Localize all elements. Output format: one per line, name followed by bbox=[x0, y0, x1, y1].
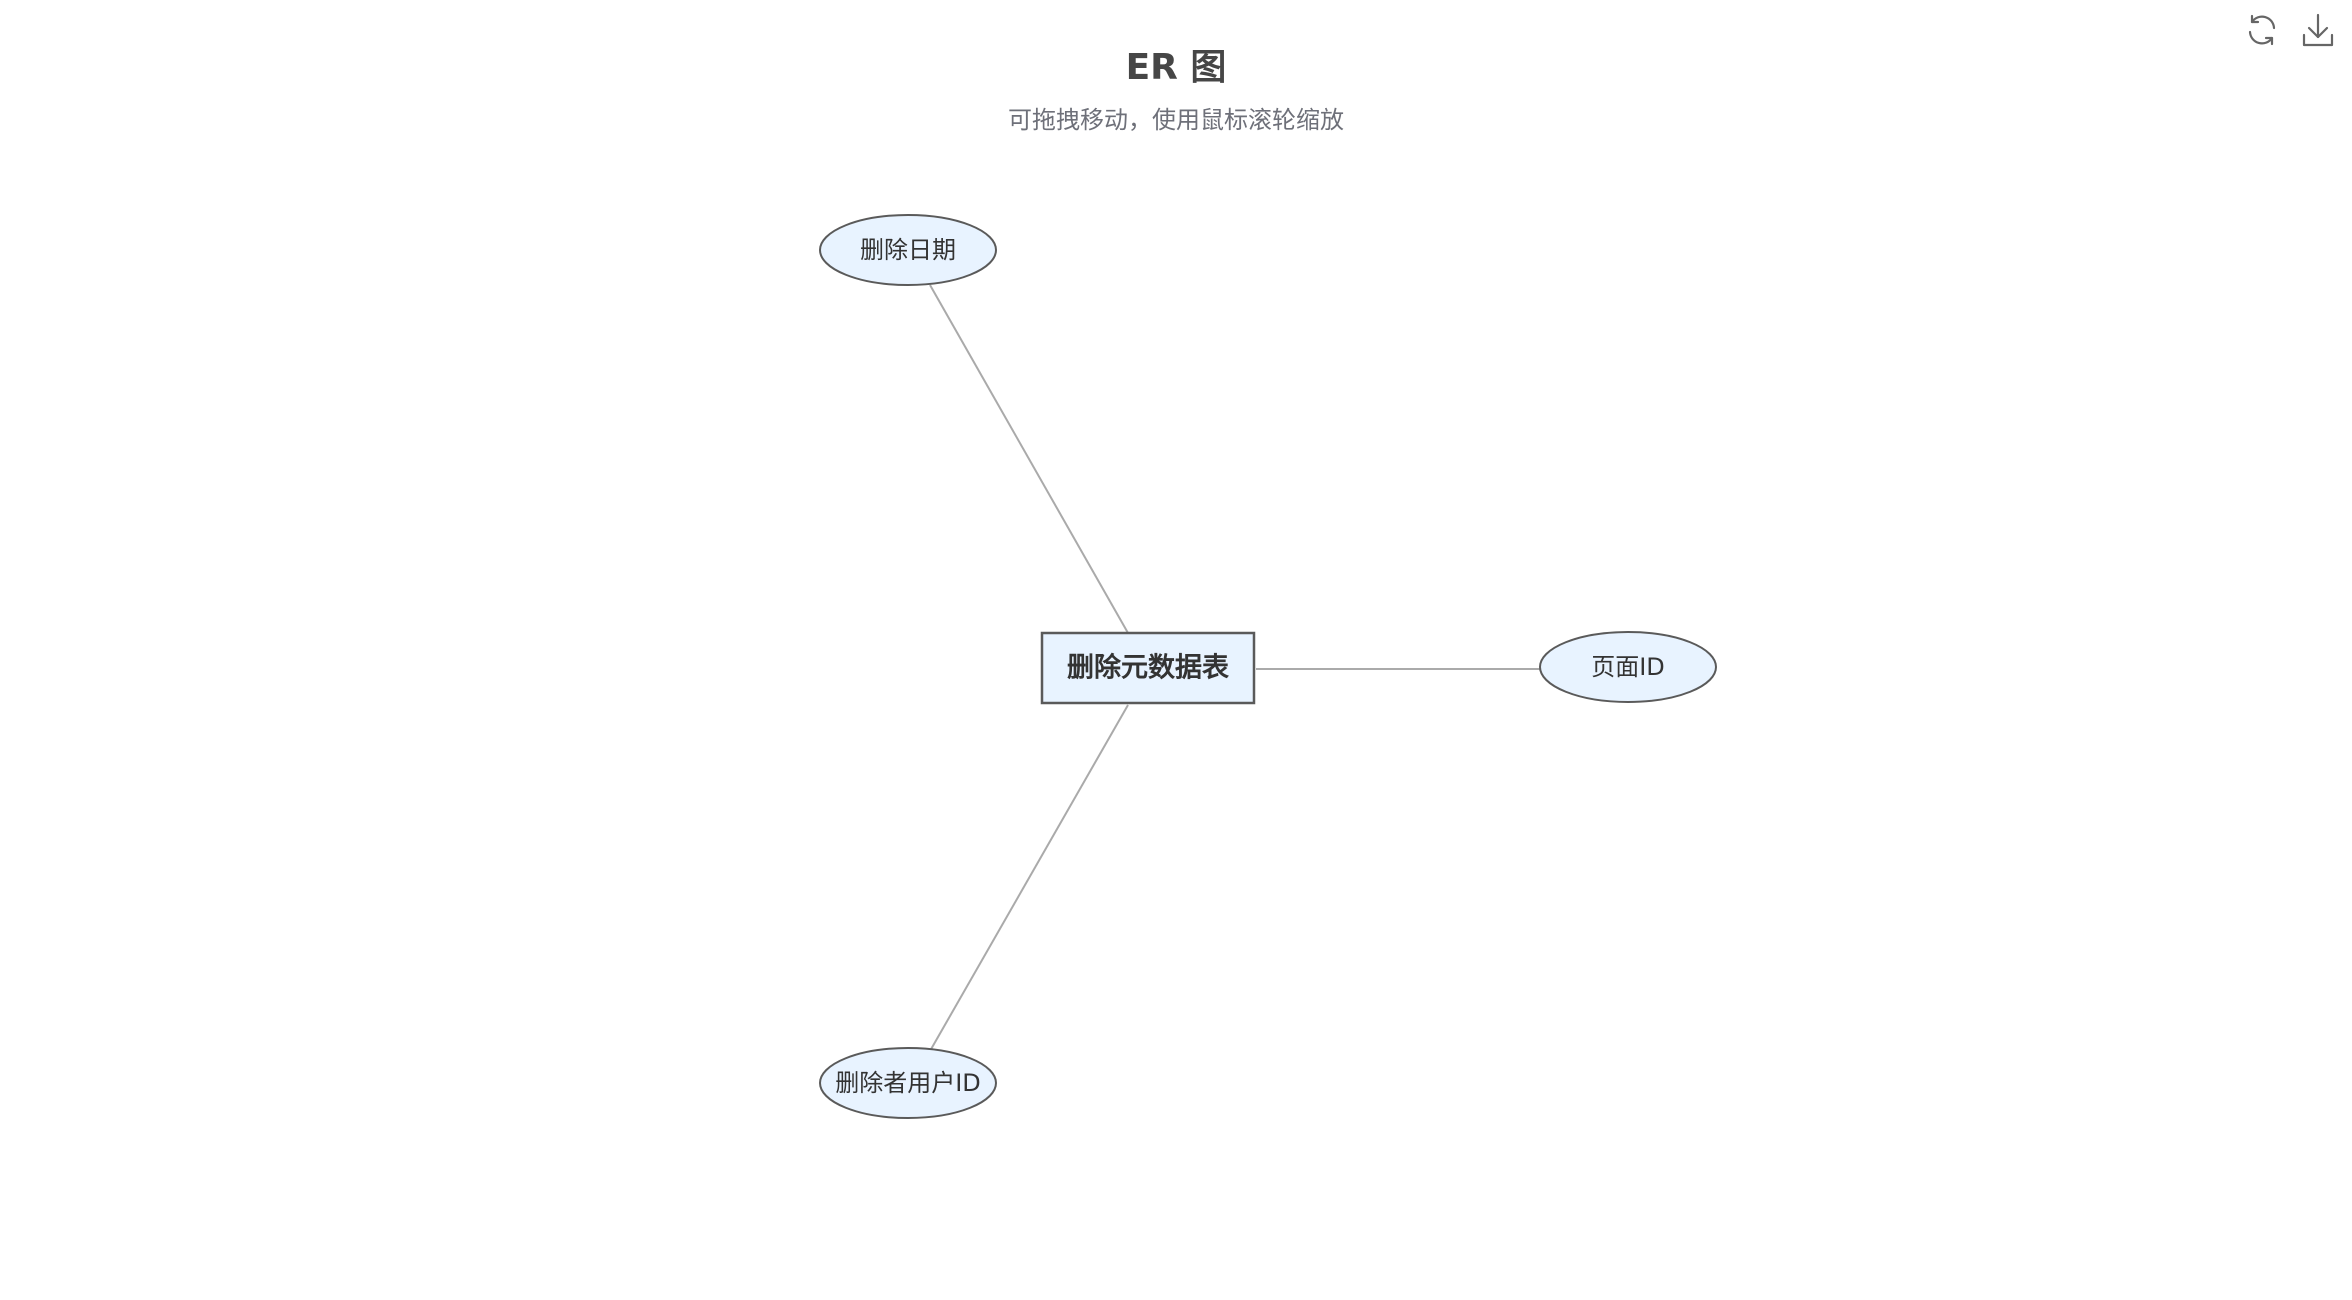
entity-node[interactable]: 删除元数据表 bbox=[1040, 631, 1256, 705]
entity-label: 删除元数据表 bbox=[1067, 652, 1229, 684]
chart-title: ER 图 bbox=[1125, 47, 1227, 88]
edge-entity-deleter-user-id bbox=[929, 704, 1129, 1052]
chart-subtitle: 可拖拽移动，使用鼠标滚轮缩放 bbox=[1008, 106, 1344, 134]
download-icon bbox=[2302, 13, 2334, 47]
toolbox bbox=[2242, 10, 2338, 50]
attribute-node-deleter-user-id[interactable]: 删除者用户ID bbox=[819, 1047, 997, 1119]
save-image-button[interactable] bbox=[2298, 10, 2338, 50]
attribute-label: 删除日期 bbox=[860, 236, 956, 264]
edge-entity-delete-date bbox=[929, 284, 1129, 634]
attribute-node-delete-date[interactable]: 删除日期 bbox=[819, 214, 997, 286]
attribute-label: 删除者用户ID bbox=[835, 1069, 981, 1097]
attribute-label: 页面ID bbox=[1591, 653, 1665, 681]
attribute-node-page-id[interactable]: 页面ID bbox=[1539, 631, 1717, 703]
restore-button[interactable] bbox=[2242, 10, 2282, 50]
refresh-icon bbox=[2248, 14, 2276, 46]
